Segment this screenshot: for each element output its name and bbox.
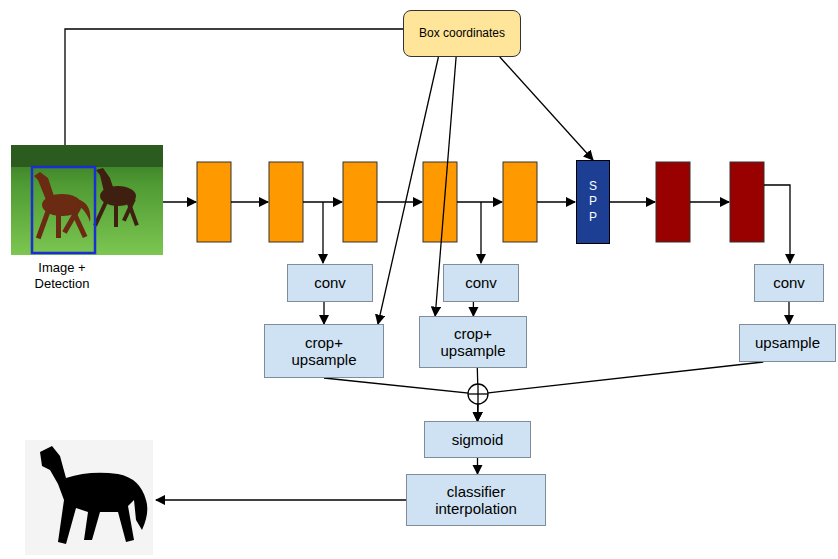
input-box: Box coordinates: [403, 10, 521, 57]
node-text: conv: [314, 274, 346, 291]
process-box: upsample: [739, 324, 836, 362]
node-text: crop+ upsample: [433, 325, 513, 360]
image-caption: Image + Detection: [22, 260, 102, 291]
process-box: conv: [443, 264, 519, 302]
node-text: conv: [465, 274, 497, 291]
connector: [478, 362, 764, 421]
node-text: upsample: [755, 334, 820, 351]
process-box: crop+ upsample: [419, 316, 527, 368]
node-text: crop+ upsample: [284, 334, 364, 369]
connector: [477, 458, 478, 474]
pooling-layer: S P P: [576, 160, 610, 244]
connector: [500, 57, 593, 160]
connector: [378, 57, 438, 324]
input-photo: [11, 145, 163, 255]
process-box: sigmoid: [424, 421, 531, 458]
connector: [323, 302, 324, 324]
node-text: S P P: [587, 179, 599, 226]
process-box: conv: [754, 264, 824, 302]
node-text: Box coordinates: [419, 27, 505, 41]
output-mask: [25, 440, 153, 555]
node-text: sigmoid: [452, 431, 504, 448]
process-box: crop+ upsample: [264, 324, 384, 378]
node-text: classifier interpolation: [426, 483, 526, 518]
flow-arrows: [65, 29, 790, 500]
process-box: classifier interpolation: [406, 474, 546, 526]
node-text: conv: [773, 274, 805, 291]
connector: [324, 378, 478, 421]
process-box: conv: [287, 264, 373, 302]
connector: [473, 302, 474, 316]
connector: [788, 302, 789, 324]
